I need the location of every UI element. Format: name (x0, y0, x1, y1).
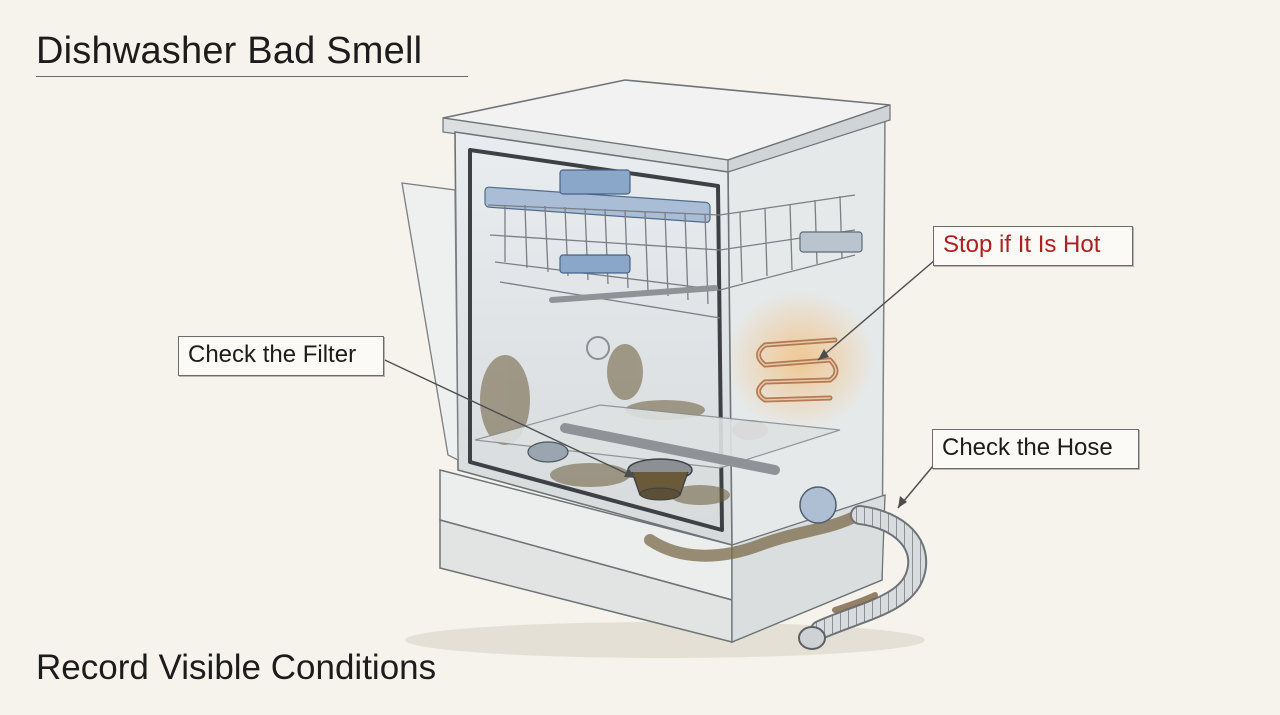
middle-arm-bar (549, 285, 718, 303)
lower-spray-arm (560, 423, 780, 475)
hot-leader-line (817, 259, 936, 361)
internal-drain-pipe (644, 509, 864, 562)
callout-check-filter: Check the Filter (178, 336, 384, 376)
tub-floor (474, 404, 841, 469)
drain-pump (799, 486, 837, 524)
sump-cap (527, 441, 569, 463)
callout-stop-if-hot: Stop if It Is Hot (933, 226, 1133, 266)
hose-end-cap (798, 626, 826, 650)
hot-leader-arrow (818, 349, 829, 360)
lid-side-edge (727, 104, 891, 173)
filter-leader-line (371, 353, 637, 479)
hose-grime (832, 592, 878, 613)
upper-spray-housing (484, 186, 711, 223)
door-gasket (468, 148, 724, 532)
footer-instruction: Record Visible Conditions (36, 648, 437, 687)
filter-assembly (627, 458, 693, 501)
upper-spray-nozzle (559, 169, 631, 195)
wall-inlet (586, 336, 610, 360)
floor-shadow (405, 622, 925, 658)
door-panel (401, 182, 459, 462)
callout-check-hose: Check the Hose (932, 429, 1139, 469)
rack-rail-roller (799, 231, 863, 253)
page-title: Dishwasher Bad Smell (36, 30, 423, 72)
hose-leader-arrow (898, 496, 907, 508)
title-underline (36, 76, 468, 77)
filter-leader-arrow (624, 468, 636, 478)
drain-hose (812, 507, 926, 638)
middle-spray-arm (559, 254, 631, 274)
